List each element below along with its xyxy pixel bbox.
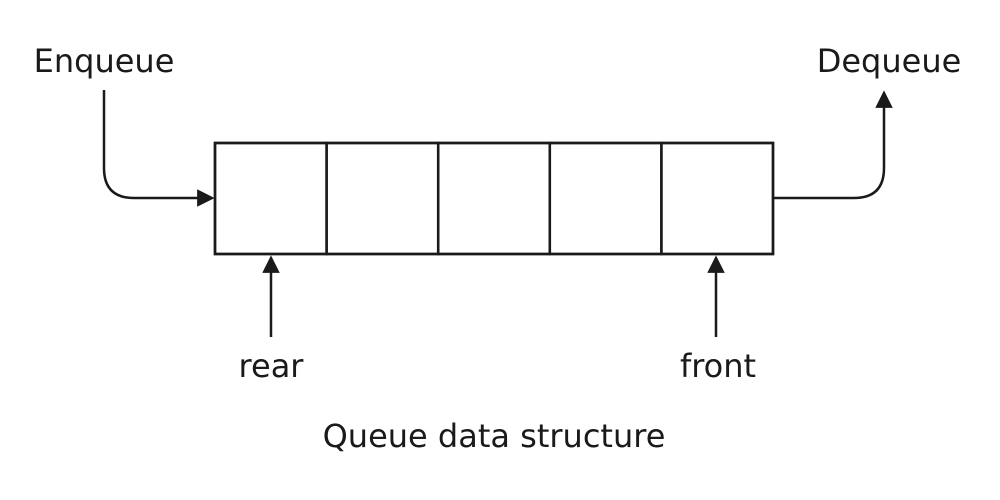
diagram-caption: Queue data structure — [323, 417, 666, 455]
enqueue-arrow — [102, 90, 215, 207]
enqueue-label: Enqueue — [34, 42, 175, 80]
queue-cell-4 — [548, 141, 663, 256]
queue-cell-5 — [660, 141, 775, 256]
dequeue-arrow — [773, 90, 893, 200]
dequeue-label: Dequeue — [817, 42, 962, 80]
queue-cell-3 — [436, 141, 552, 256]
queue-cells — [213, 141, 775, 256]
queue-cell-2 — [325, 141, 440, 256]
rear-label: rear — [239, 347, 305, 385]
queue-box — [213, 141, 775, 256]
queue-cell-1 — [213, 141, 328, 256]
front-label: front — [680, 347, 756, 385]
